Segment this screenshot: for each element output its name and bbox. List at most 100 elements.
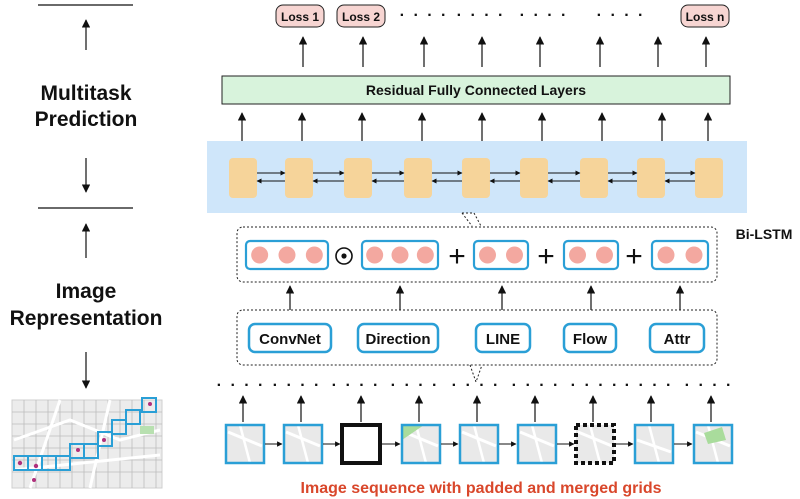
grid-image-border	[633, 423, 675, 465]
plus-operator-2: +	[537, 240, 555, 273]
hadamard-operator-ring	[335, 247, 353, 265]
image-ellipsis-9: · · · ·	[685, 377, 734, 394]
embedding-unit	[685, 246, 703, 264]
lstm-links	[256, 170, 696, 184]
loss-label-2: Loss 2	[342, 10, 380, 24]
loss-box-1	[275, 4, 325, 28]
grid-image-road	[530, 424, 544, 464]
grid-image-5	[458, 423, 500, 465]
bilstm-label: Bi-LSTM	[736, 226, 793, 242]
grid-image-9	[692, 423, 734, 465]
image-sequence	[224, 423, 734, 465]
grid-image-border	[458, 423, 500, 465]
image-ellipsis-2: · · · ·	[273, 377, 322, 394]
grid-image-road	[461, 430, 497, 448]
lstm-cell-3	[344, 158, 372, 198]
grid-image-6	[516, 423, 558, 465]
embedding-unit	[251, 246, 269, 264]
lstm-cell-6	[520, 158, 548, 198]
multitask-label-line1: Multitask	[40, 82, 131, 105]
image-arrows	[238, 395, 716, 422]
park-area	[402, 425, 424, 440]
embedding-unit	[278, 246, 296, 264]
residual-fc-layer-label: Residual Fully Connected Layers	[366, 82, 586, 98]
grid-image-road	[588, 424, 602, 464]
loss-box-3	[680, 4, 730, 28]
grid-image-road	[238, 424, 252, 464]
lstm-cell-1	[229, 158, 257, 198]
grid-image-road	[296, 424, 310, 464]
callout-pointer-top-left	[461, 212, 473, 227]
embedding-unit	[416, 246, 434, 264]
feature-label-convnet: ConvNet	[259, 331, 321, 348]
embedding-unit	[366, 246, 384, 264]
grid-image-4	[400, 423, 442, 465]
lstm-cell-4	[404, 158, 432, 198]
feature-arrows	[285, 285, 685, 310]
image-ellipsis-7: · · · ·	[571, 377, 620, 394]
padded-grid-border	[340, 423, 382, 465]
feature-box-attr	[648, 322, 706, 354]
grid-image-border	[282, 423, 324, 465]
embedding-unit	[596, 246, 613, 264]
feature-label-flow: Flow	[573, 331, 607, 348]
image-rep-label-line1: Image	[56, 280, 117, 303]
grid-image-road	[472, 424, 486, 464]
grid-image-road	[414, 424, 428, 464]
park-area	[704, 427, 726, 444]
image-sequence-caption: Image sequence with padded and merged gr…	[301, 480, 662, 497]
embedding-unit	[569, 246, 586, 264]
grid-image-border	[400, 423, 442, 465]
feature-label-direction: Direction	[365, 331, 430, 348]
loss-ellipsis-2: · · · ·	[457, 7, 506, 24]
loss-ellipsis-3: · · · ·	[520, 7, 569, 24]
feature-box-flow	[562, 322, 618, 354]
lstm-cell-5	[462, 158, 490, 198]
callout-pointer-top	[462, 212, 482, 227]
loss-row: Loss 1 Loss 2 Loss n · · · · · · · · · · · · ·…	[275, 4, 730, 28]
plus-operator-1: +	[448, 240, 466, 273]
grid-image-7	[574, 423, 616, 465]
fc-arrows	[237, 112, 713, 143]
grid-image-border	[224, 423, 266, 465]
lstm-cell-9	[695, 158, 723, 198]
image-rep-label-line2: Representation	[10, 307, 163, 330]
feature-extractor-box	[236, 309, 718, 366]
feature-box-direction	[356, 322, 440, 354]
feature-modules: ConvNet Direction LINE Flow Attr	[247, 322, 706, 354]
multitask-label-line2: Prediction	[35, 108, 138, 131]
loss-label-3: Loss n	[686, 10, 725, 24]
image-ellipsis-8: · · · ·	[625, 377, 674, 394]
grid-image-8	[633, 423, 675, 465]
embedding-combination-box	[236, 226, 718, 283]
loss-ellipsis-1: · · · ·	[400, 7, 449, 24]
lstm-cells	[229, 158, 723, 198]
grid-image-road	[519, 430, 555, 448]
loss-ellipsis-4: · · · ·	[597, 7, 646, 24]
grid-image-border	[692, 423, 734, 465]
embedding-groups	[244, 239, 710, 271]
plus-operator-3: +	[625, 240, 643, 273]
lstm-cell-7	[580, 158, 608, 198]
image-ellipsis-5: · · · ·	[452, 377, 501, 394]
lstm-cell-8	[637, 158, 665, 198]
merged-grid-border	[574, 423, 616, 465]
feature-label-line: LINE	[486, 331, 520, 348]
grid-image-border	[516, 423, 558, 465]
loss-arrows	[298, 36, 711, 67]
grid-image-2	[282, 423, 324, 465]
ellipsis-row-top: · · · · · · · · · · · · · · · · · · · · · · ·…	[217, 377, 734, 394]
embedding-unit	[657, 246, 675, 264]
grid-image-3	[340, 423, 382, 465]
embedding-unit	[479, 246, 496, 264]
feature-label-attr: Attr	[664, 331, 691, 348]
grid-image-1	[224, 423, 266, 465]
embedding-unit	[506, 246, 523, 264]
image-ellipsis-3: · · · ·	[332, 377, 381, 394]
grid-image-road	[227, 430, 263, 448]
loss-label-1: Loss 1	[281, 10, 319, 24]
residual-fc-layer-box	[221, 75, 731, 105]
image-ellipsis-6: · · · ·	[512, 377, 561, 394]
